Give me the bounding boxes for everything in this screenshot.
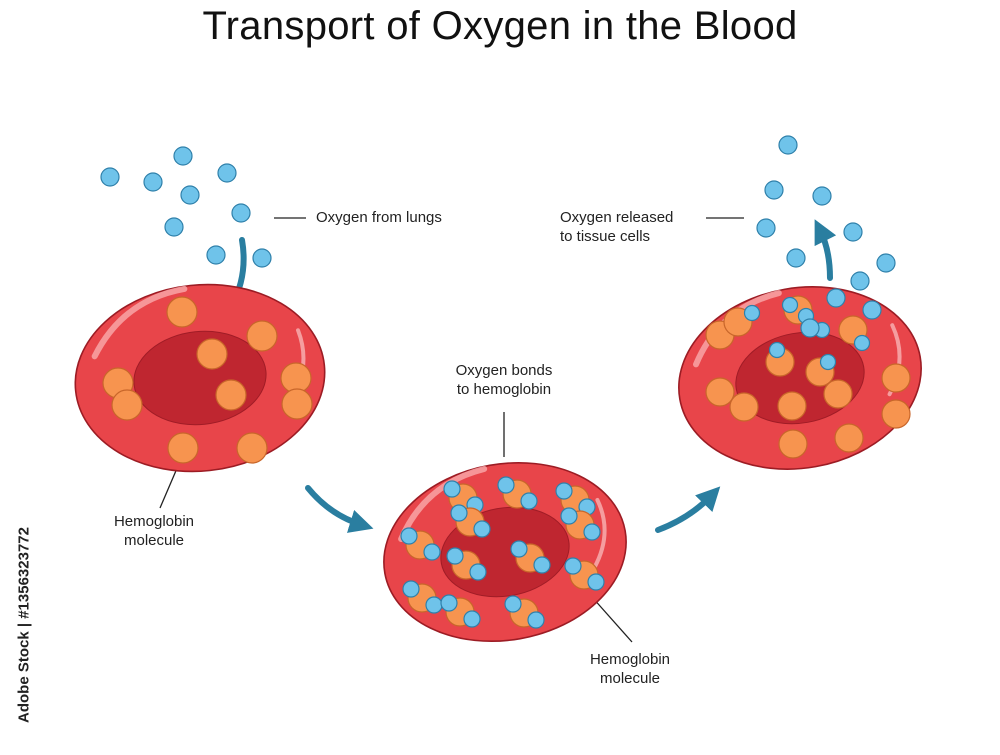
hemoglobin-molecule-icon: [881, 363, 911, 393]
oxygen-molecule-icon: [756, 218, 776, 238]
oxygen-molecule-icon: [423, 543, 441, 561]
label-hemoglobin-left-line1: Hemoglobin: [113, 513, 195, 530]
diagram-title: Transport of Oxygen in the Blood: [202, 4, 798, 48]
hemoglobin-molecule-icon: [246, 320, 278, 352]
hemoglobin-molecule-icon: [166, 296, 198, 328]
hemoglobin-molecule-icon: [236, 432, 268, 464]
oxygen-molecule-icon: [786, 248, 806, 268]
hemoglobin-molecule-icon: [196, 338, 228, 370]
hemoglobin-molecule-icon: [834, 423, 864, 453]
label-oxygen-released-line1: Oxygen released: [560, 209, 674, 226]
oxygen-molecule-icon: [564, 557, 582, 575]
oxygen-molecule-icon: [843, 222, 863, 242]
oxygen-molecule-icon: [425, 596, 443, 614]
hemoglobin-molecule-icon: [778, 429, 808, 459]
label-oxygen-released: Oxygen released to tissue cells: [560, 208, 700, 246]
oxygen-molecule-icon: [781, 296, 799, 314]
hemoglobin-molecule-icon: [111, 389, 143, 421]
label-oxygen-bonds-line1: Oxygen bonds: [455, 362, 553, 379]
hemoglobin-molecule-icon: [705, 377, 735, 407]
hemoglobin-molecule-icon: [777, 391, 807, 421]
label-hemoglobin-right-line2: molecule: [599, 670, 661, 687]
label-hemoglobin-right-line1: Hemoglobin: [589, 651, 671, 668]
leader-line-hemoglobin-right: [591, 596, 633, 643]
label-hemoglobin-left-line2: molecule: [123, 532, 185, 549]
oxygen-molecule-icon: [217, 163, 237, 183]
cell-highlight: [592, 497, 607, 570]
arrow-cell1-to-cell2: [305, 485, 374, 533]
label-hemoglobin-right: Hemoglobin molecule: [570, 650, 690, 688]
label-oxygen-released-line2: to tissue cells: [560, 228, 651, 245]
hemoglobin-molecule-icon: [823, 379, 853, 409]
oxygen-molecule-icon: [768, 341, 786, 359]
oxygen-molecule-icon: [206, 245, 226, 265]
arrow-cell2-to-cell3: [655, 486, 721, 533]
hemoglobin-molecule-icon: [215, 379, 247, 411]
hemoglobin-molecule-icon: [729, 392, 759, 422]
cell-highlight: [91, 285, 188, 360]
oxygen-molecule-icon: [440, 594, 458, 612]
oxygen-molecule-icon: [450, 504, 468, 522]
oxygen-molecule-icon: [469, 563, 487, 581]
oxygen-molecule-icon: [819, 353, 837, 371]
oxygen-molecule-icon: [527, 611, 545, 629]
oxygen-molecule-icon: [555, 482, 573, 500]
oxygen-molecule-icon: [400, 527, 418, 545]
oxygen-molecule-icon: [231, 203, 251, 223]
oxygen-molecule-icon: [100, 167, 120, 187]
label-hemoglobin-left: Hemoglobin molecule: [94, 512, 214, 550]
label-oxygen-from-lungs: Oxygen from lungs: [316, 209, 442, 226]
oxygen-molecule-icon: [587, 573, 605, 591]
oxygen-molecule-icon: [510, 540, 528, 558]
free-oxygen-molecules: [100, 135, 896, 338]
oxygen-molecule-icon: [812, 186, 832, 206]
oxygen-molecule-icon: [164, 217, 184, 237]
oxygen-molecule-icon: [862, 300, 882, 320]
arrow-release-to-tissue: [814, 219, 837, 281]
oxygen-molecule-icon: [520, 492, 538, 510]
oxygen-molecule-icon: [473, 520, 491, 538]
hemoglobin-molecule-icon: [167, 432, 199, 464]
oxygen-molecule-icon: [764, 180, 784, 200]
stock-watermark-id-text: Adobe Stock | #1356323772: [15, 527, 33, 723]
oxygen-molecule-icon: [173, 146, 193, 166]
label-oxygen-bonds: Oxygen bonds to hemoglobin: [424, 361, 584, 399]
oxygen-molecule-icon: [583, 523, 601, 541]
oxygen-molecule-icon: [876, 253, 896, 273]
oxygen-molecule-icon: [826, 288, 846, 308]
red-blood-cells: [74, 283, 922, 643]
hemoglobin-molecule-icon: [281, 388, 313, 420]
oxygen-molecule-icon: [252, 248, 272, 268]
oxygen-molecule-icon: [463, 610, 481, 628]
stock-watermark-id: Adobe Stock | #1356323772: [14, 505, 34, 745]
label-oxygen-bonds-line2: to hemoglobin: [456, 381, 552, 398]
oxygen-molecule-icon: [560, 507, 578, 525]
oxygen-molecule-icon: [853, 334, 871, 352]
oxygen-molecule-icon: [778, 135, 798, 155]
oxygen-molecule-icon: [743, 304, 761, 322]
oxygen-molecule-icon: [402, 580, 420, 598]
oxygen-molecule-icon: [850, 271, 870, 291]
oxygen-molecule-icon: [446, 547, 464, 565]
oxygen-molecule-icon: [180, 185, 200, 205]
oxygen-molecule-icon: [800, 318, 820, 338]
oxygen-molecule-icon: [497, 476, 515, 494]
oxygen-molecule-icon: [143, 172, 163, 192]
oxygen-molecule-icon: [533, 556, 551, 574]
hemoglobin-molecule-icon: [881, 399, 911, 429]
oxygen-molecule-icon: [443, 480, 461, 498]
oxygen-molecule-icon: [504, 595, 522, 613]
